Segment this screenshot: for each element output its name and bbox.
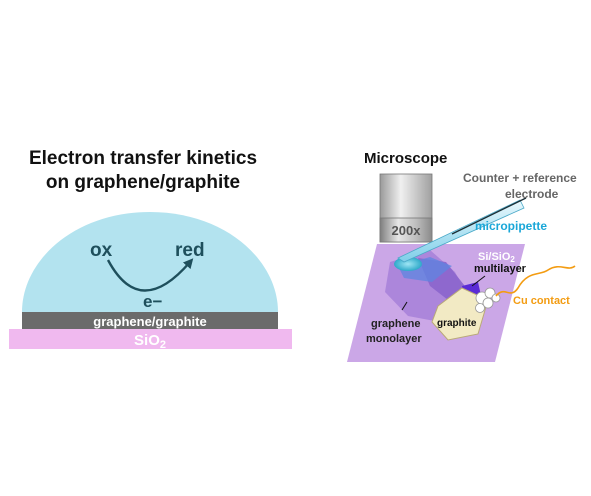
label-microscope: Microscope [364,150,447,167]
label-graphene-line2: monolayer [366,333,422,345]
label-multilayer: multilayer [474,263,527,275]
label-graphene-line1: graphene [371,318,421,330]
pipette-droplet [394,257,422,271]
graphene-graphite-layer [22,312,278,329]
micropipette [397,199,525,263]
label-si-sio2: Si/SiO2 [478,251,515,264]
left-title-line2: on graphene/graphite [46,172,240,193]
label-ox: ox [90,240,113,261]
label-sio2: SiO2 [134,332,166,351]
left-panel: Electron transfer kinetics on graphene/g… [9,148,292,351]
multilayer-pointer [471,275,486,287]
label-cu-contact: Cu contact [513,295,570,307]
label-graphene-graphite: graphene/graphite [93,314,206,329]
graphene-pointer [401,301,408,311]
label-electron: e− [143,292,162,311]
sio2-substrate [9,329,292,349]
electron-transfer-arrow [106,258,194,292]
label-red: red [175,240,205,261]
cu-contact-blob [475,287,501,313]
cu-contact-wire [495,265,576,297]
label-graphite: graphite [437,318,477,329]
graphite-flake [431,287,489,341]
label-counter-reference-line1: Counter + reference [463,171,577,185]
objective-lens-band [379,217,433,243]
label-counter-reference-line2: electrode [505,187,559,201]
label-micropipette: micropipette [475,219,547,233]
left-title-line1: Electron transfer kinetics [29,148,257,169]
counter-reference-electrode-wire [451,197,527,235]
label-magnification: 200x [392,223,422,238]
right-panel: Microscope 200x Si/SiO2 [347,150,577,362]
electrolyte-droplet [22,212,278,312]
